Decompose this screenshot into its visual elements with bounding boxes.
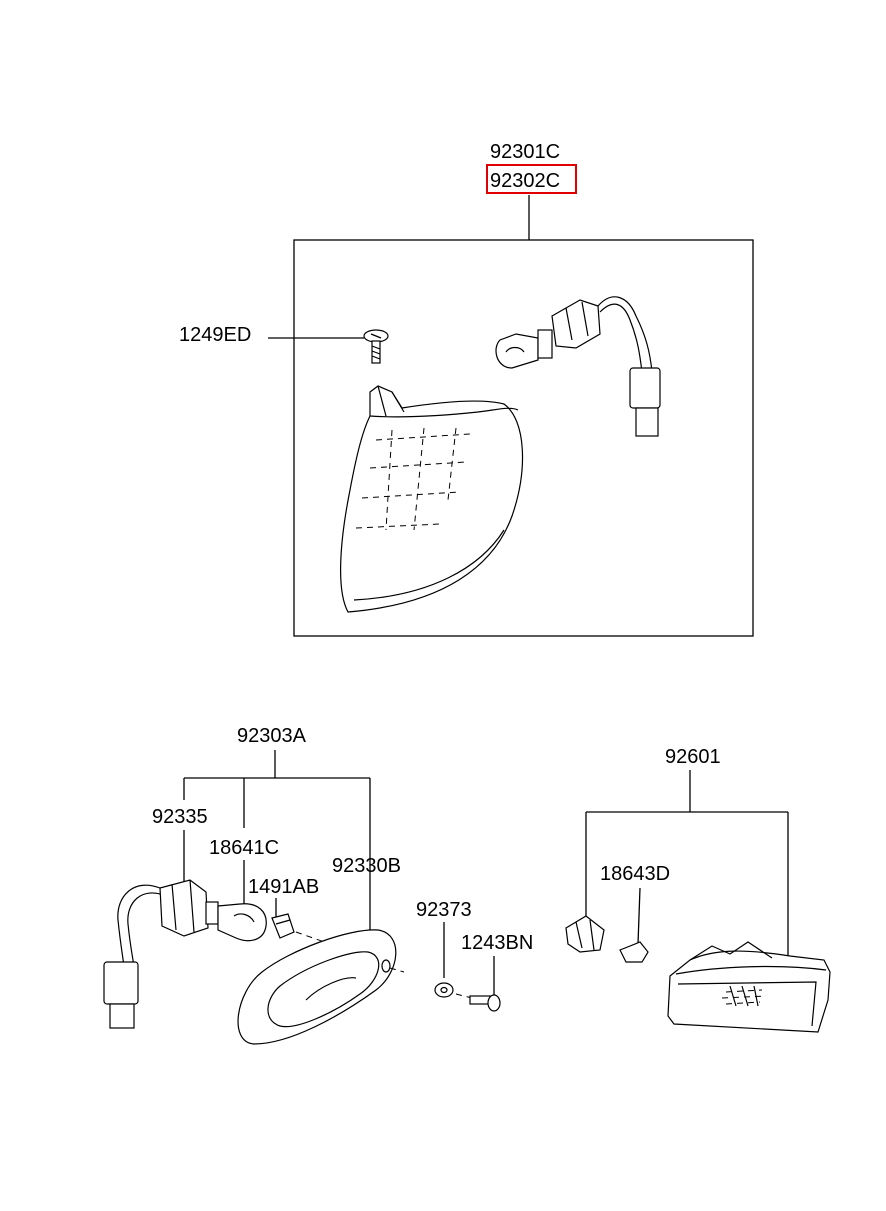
highlight-box-92302C	[486, 164, 577, 194]
label-1491AB[interactable]: 1491AB	[248, 876, 319, 898]
label-1243BN[interactable]: 1243BN	[461, 932, 533, 954]
side-marker-assembly-group: 92303A 92335 18641C 1491AB 92330B	[103, 725, 405, 1045]
label-92303A[interactable]: 92303A	[237, 725, 307, 747]
label-92301C[interactable]: 92301C	[490, 141, 560, 163]
label-92330B[interactable]: 92330B	[332, 855, 401, 877]
screw-1249ED[interactable]	[363, 329, 389, 364]
socket-harness-92335[interactable]	[103, 879, 219, 1029]
label-92601[interactable]: 92601	[665, 746, 721, 768]
corner-lamp-lens-92301C[interactable]	[340, 385, 524, 613]
label-18643D[interactable]: 18643D	[600, 863, 670, 885]
label-1249ED[interactable]: 1249ED	[179, 324, 251, 346]
fog-lamp-assembly-group: 92601 18643D	[565, 746, 831, 1033]
bulb-18641C[interactable]	[217, 903, 267, 942]
label-92373[interactable]: 92373	[416, 899, 472, 921]
washer-92373[interactable]	[434, 982, 454, 998]
assembly-frame	[293, 239, 754, 637]
screw-1243BN[interactable]	[469, 994, 501, 1012]
clip-1491AB[interactable]	[271, 913, 331, 945]
dash-leader-92373	[455, 993, 481, 1001]
fog-lamp-housing-92601[interactable]	[667, 941, 831, 1033]
socket-92601[interactable]	[565, 915, 605, 953]
leader-line-18643D	[637, 887, 641, 945]
label-92335[interactable]: 92335	[152, 806, 208, 828]
side-marker-lens-92330B[interactable]	[237, 929, 405, 1045]
label-18641C[interactable]: 18641C	[209, 837, 279, 859]
fastener-group: 92373 1243BN	[416, 899, 533, 1012]
corner-lamp-assembly-group: 92301C 92302C 1249ED	[179, 141, 754, 637]
label-92302C[interactable]: 92302C	[490, 170, 560, 192]
bulb-socket-harness[interactable]	[495, 296, 661, 437]
bulb-18643D[interactable]	[619, 941, 649, 963]
